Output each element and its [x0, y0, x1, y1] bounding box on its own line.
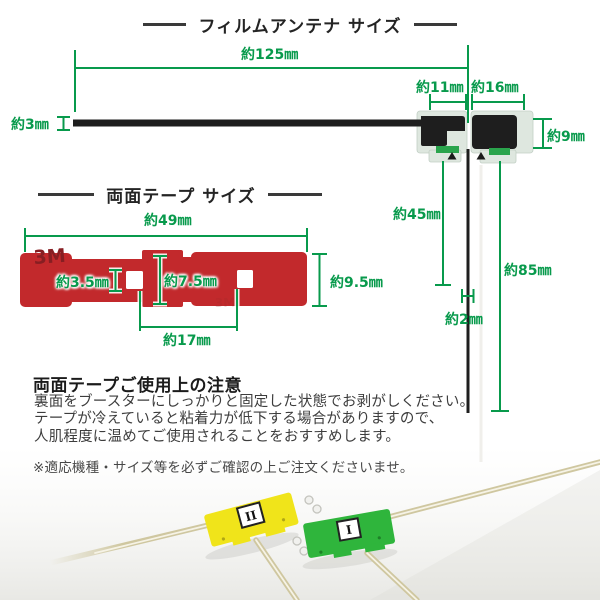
ring-icon — [304, 495, 314, 505]
yellow-antenna-tab — [231, 535, 251, 546]
dim-label-bar-height: 約3㎜ — [11, 117, 49, 133]
antenna-horizontal-bar — [73, 119, 423, 127]
tape-section-title: 両面テープ サイズ — [25, 182, 335, 207]
green-antenna-tab — [333, 548, 352, 558]
tape-dimension-lines — [24, 228, 327, 331]
title-dash — [143, 23, 187, 26]
notice-footnote: ※適応機種・サイズ等を必ずご確認の上ご注文くださいませ。 — [33, 460, 414, 476]
antenna-pad-right — [472, 115, 517, 149]
green-film-antenna: I — [303, 509, 395, 558]
notice-line-1: 裏面をブースターにしっかりと固定した状態でお剥がしください。 — [34, 394, 475, 410]
antenna-section-title: フィルムアンテナ サイズ — [120, 12, 480, 37]
dim-label-element-left-length: 約45㎜ — [393, 207, 441, 223]
green-antenna-tab — [364, 542, 386, 553]
dim-2mm-marker — [461, 289, 475, 303]
antenna-dimension-lines — [57, 45, 552, 412]
rivet-dot — [281, 518, 286, 522]
antenna-cables — [47, 459, 600, 600]
ring-icon — [292, 536, 302, 546]
green-label-numeral: I — [345, 523, 353, 538]
yellow-antenna-tab — [264, 524, 286, 537]
product-photo: II I — [0, 446, 600, 600]
dim-label-element-right-length: 約85㎜ — [504, 263, 552, 279]
dim-3mm-ibeam — [57, 116, 70, 131]
cable-yellow-left-core — [94, 523, 214, 554]
green-label-box — [335, 517, 363, 542]
dim-label-element-width: 約2㎜ — [445, 312, 483, 328]
yellow-film-antenna: II — [204, 492, 299, 547]
dim-label-pad-left-width: 約11㎜ — [416, 80, 464, 96]
dim-45mm-line — [435, 161, 451, 286]
yellow-antenna-shadow — [205, 532, 299, 560]
green-antenna-shadow — [302, 548, 398, 570]
notice-line-2: テープが冷えていると粘着力が低下する場合がありますので、 — [34, 411, 444, 428]
tape-right-strip — [180, 257, 193, 302]
tape-brand-logo: 3M — [33, 245, 67, 269]
feed-strip-left — [436, 146, 459, 153]
triangle-marker-icon — [476, 152, 486, 160]
dim-9mm-ibeam — [533, 118, 552, 149]
dim-label-tape-hole-spacing: 約17㎜ — [163, 333, 211, 349]
dim-label-tape-hole-height: 約3.5㎜ — [56, 275, 109, 291]
dim-49mm-line — [24, 228, 308, 252]
tape-title-text: 両面テープ サイズ — [106, 187, 256, 207]
ring-icon — [312, 504, 322, 514]
tape-hole-right — [237, 270, 253, 288]
title-dash — [413, 23, 457, 26]
triangle-marker-icon — [447, 152, 457, 160]
photo-shadow-corner — [370, 470, 600, 600]
cable-green-right-core — [388, 461, 600, 518]
photo-background — [0, 446, 600, 600]
tape-brand-logo-faint: 3M — [215, 295, 236, 310]
dim-label-tape-height: 約9.5㎜ — [330, 275, 383, 291]
dim-9-5mm-ibeam — [312, 253, 327, 307]
yellow-label-box — [235, 501, 266, 529]
tape-left-block — [20, 253, 72, 307]
dim-85mm-line — [491, 161, 509, 412]
rivet-dot — [221, 537, 226, 541]
dim-label-pad-right-width: 約16㎜ — [471, 80, 519, 96]
title-dash — [38, 193, 95, 196]
rivet-dot — [377, 536, 381, 540]
antenna-pad-left — [421, 116, 465, 146]
notice-body: 裏面をブースターにしっかりと固定した状態でお剥がしください。 テープが冷えている… — [34, 394, 474, 446]
notice-heading: 両面テープご使用上の注意 — [33, 376, 242, 396]
yellow-label-numeral: II — [244, 508, 259, 525]
cable-yellow-down-core — [255, 539, 298, 600]
ring-icon — [299, 546, 309, 556]
dim-16mm-bracket — [471, 94, 525, 110]
dim-label-pad-height: 約9㎜ — [547, 129, 585, 145]
rivet-dot — [319, 550, 323, 554]
antenna-diagram — [57, 45, 552, 462]
tape-diagram: 3M 3M — [20, 228, 327, 331]
dim-label-tape-center-height: 約7.5㎜ — [164, 274, 217, 290]
tape-hole-left — [126, 271, 143, 289]
antenna-title-text: フィルムアンテナ サイズ — [198, 17, 402, 37]
connector-rings — [292, 495, 322, 556]
dim-11mm-bracket — [429, 94, 467, 110]
dim-label-tape-width: 約49㎜ — [144, 213, 192, 229]
cable-green-down-core — [366, 552, 418, 600]
dim-label-antenna-width: 約125㎜ — [241, 47, 299, 63]
dim-17mm-bracket — [139, 289, 238, 331]
feed-strip-right — [489, 148, 510, 155]
notice-line-3: 人肌程度に温めてご使用されることをおすすめします。 — [34, 428, 401, 445]
title-dash — [267, 193, 322, 196]
dim-3-5mm-ibeam — [109, 269, 122, 292]
dim-7-5mm-ibeam — [153, 255, 167, 305]
